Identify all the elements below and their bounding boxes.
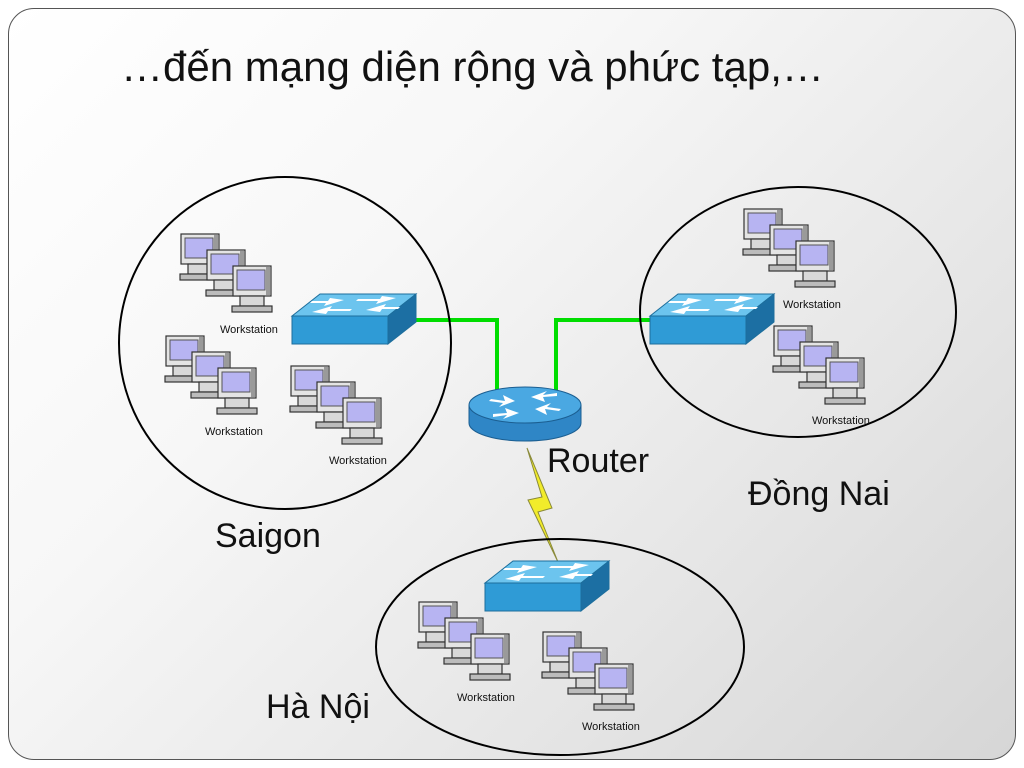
switch-icon[interactable]: [291, 293, 417, 345]
site-circle-saigon: [118, 176, 452, 510]
workstation-icon[interactable]: [165, 336, 257, 414]
lan-link-saigon: [414, 318, 499, 395]
workstation-icon[interactable]: [542, 632, 634, 710]
site-circle-dongnai: [639, 186, 957, 438]
site-label-hanoi: Hà Nội: [266, 688, 370, 726]
workstation-label: Workstation: [812, 415, 870, 427]
workstation-label: Workstation: [220, 324, 278, 336]
router-icon[interactable]: [468, 386, 582, 442]
workstation-label: Workstation: [457, 692, 515, 704]
site-circle-hanoi: [375, 538, 745, 756]
workstation-icon[interactable]: [418, 602, 510, 680]
switch-icon[interactable]: [649, 293, 775, 345]
workstation-icon[interactable]: [773, 326, 865, 404]
workstation-icon[interactable]: [290, 366, 382, 444]
workstation-label: Workstation: [329, 455, 387, 467]
router-label: Router: [547, 442, 649, 480]
workstation-label: Workstation: [783, 299, 841, 311]
site-label-saigon: Saigon: [215, 517, 321, 555]
workstation-label: Workstation: [205, 426, 263, 438]
switch-icon[interactable]: [484, 560, 610, 612]
workstation-label: Workstation: [582, 721, 640, 733]
workstation-icon[interactable]: [743, 209, 835, 287]
site-label-dongnai: Đồng Nai: [748, 475, 890, 513]
slide-title: …đến mạng diện rộng và phức tạp,…: [121, 43, 824, 90]
workstation-icon[interactable]: [180, 234, 272, 312]
lan-link-dongnai: [554, 318, 653, 395]
